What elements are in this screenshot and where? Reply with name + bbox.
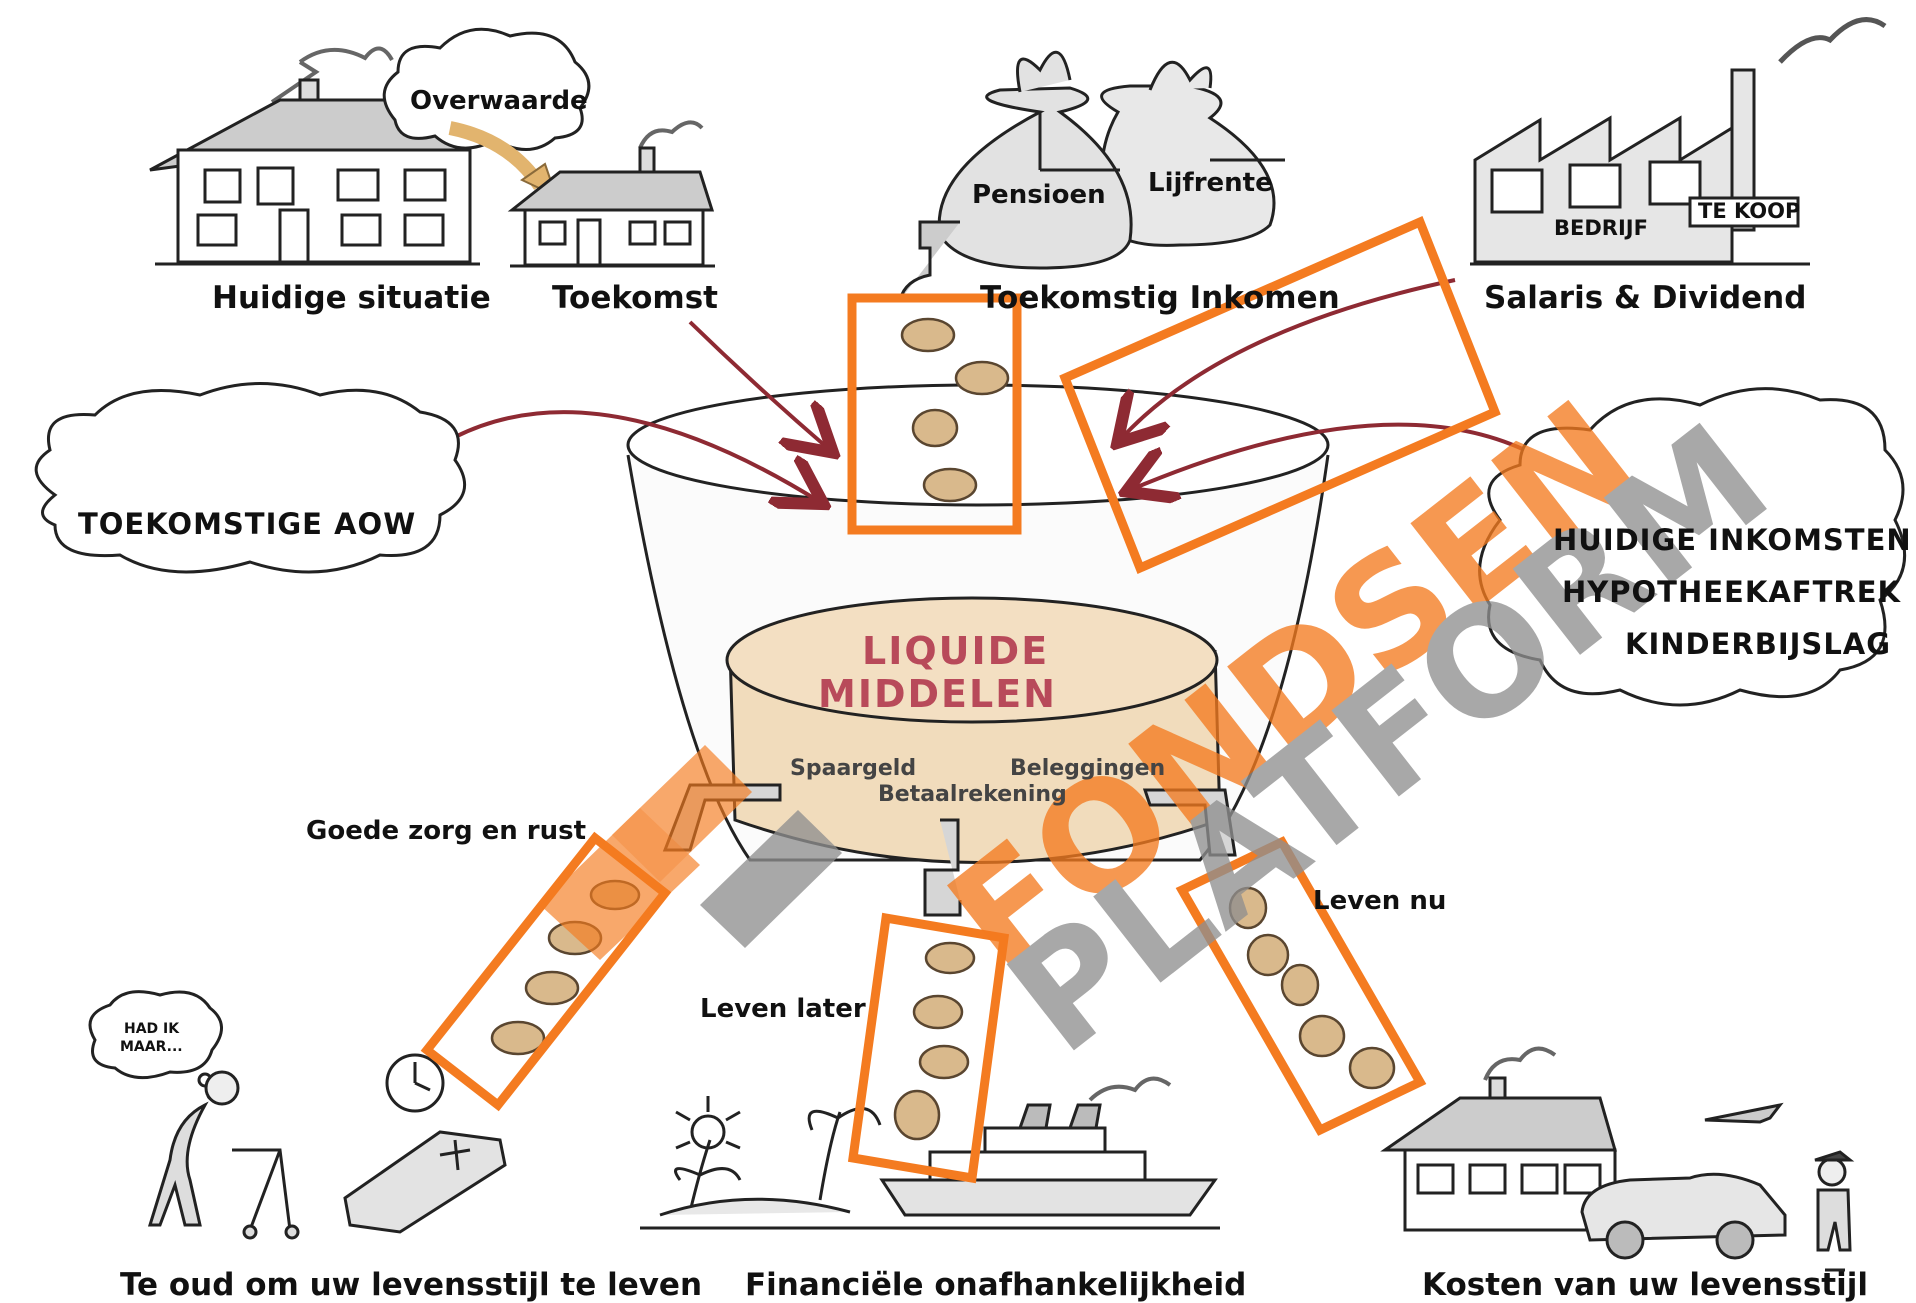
care-rest-label: Goede zorg en rust [306,818,586,844]
coin [1350,1048,1394,1088]
surplus-value-label: Overwaarde [410,88,588,114]
thought-bubble-line2: MAAR... [120,1040,183,1054]
for-sale-sign: TE KOOP [1698,201,1800,222]
coin [526,972,578,1004]
thought-bubble-line1: HAD IK [124,1022,179,1036]
live-now-label: Leven nu [1313,888,1446,914]
clock-coffin-illustration [345,1055,505,1232]
mortgage-deduction-label: HYPOTHEEKAFTREK [1562,578,1901,607]
coin [914,996,962,1028]
coin [926,943,974,973]
investments-label: Beleggingen [1010,758,1165,780]
coin [913,410,957,446]
financial-independence-label: Financiële onafhankelijkheid [745,1270,1246,1301]
future-aow-label: TOEKOMSTIGE AOW [78,510,416,539]
lifestyle-illustration [1385,1049,1850,1270]
coin [902,319,954,351]
coin [1300,1016,1344,1056]
future-label: Toekomst [552,283,718,314]
current-situation-label: Huidige situatie [212,283,491,314]
annuity-label: Lijfrente [1148,170,1273,196]
salary-dividend-label: Salaris & Dividend [1484,283,1806,314]
liquid-assets-title-line1: LIQUIDE [862,632,1049,670]
company-label: BEDRIJF [1554,218,1648,239]
savings-label: Spaargeld [790,758,916,780]
coin-stream-middle [895,943,974,1139]
too-old-label: Te oud om uw levensstijl te leven [120,1270,702,1301]
future-income-label: Toekomstig Inkomen [980,283,1340,314]
aow-cloud [36,384,464,572]
pension-label: Pensioen [972,182,1106,208]
coin [920,1046,968,1078]
factory-illustration [1470,20,1885,264]
lifestyle-cost-label: Kosten van uw levensstijl [1422,1270,1868,1301]
live-later-label: Leven later [700,996,866,1022]
coin [956,362,1008,394]
current-account-label: Betaalrekening [878,784,1067,806]
coin [492,1022,544,1054]
child-benefit-label: KINDERBIJSLAG [1625,630,1891,659]
coin [924,469,976,501]
coin [1282,965,1318,1005]
old-man-illustration [90,992,298,1238]
current-income-label: HUIDIGE INKOMSTEN [1553,526,1912,555]
coin [895,1091,939,1139]
liquid-assets-title-line2: MIDDELEN [818,675,1057,713]
